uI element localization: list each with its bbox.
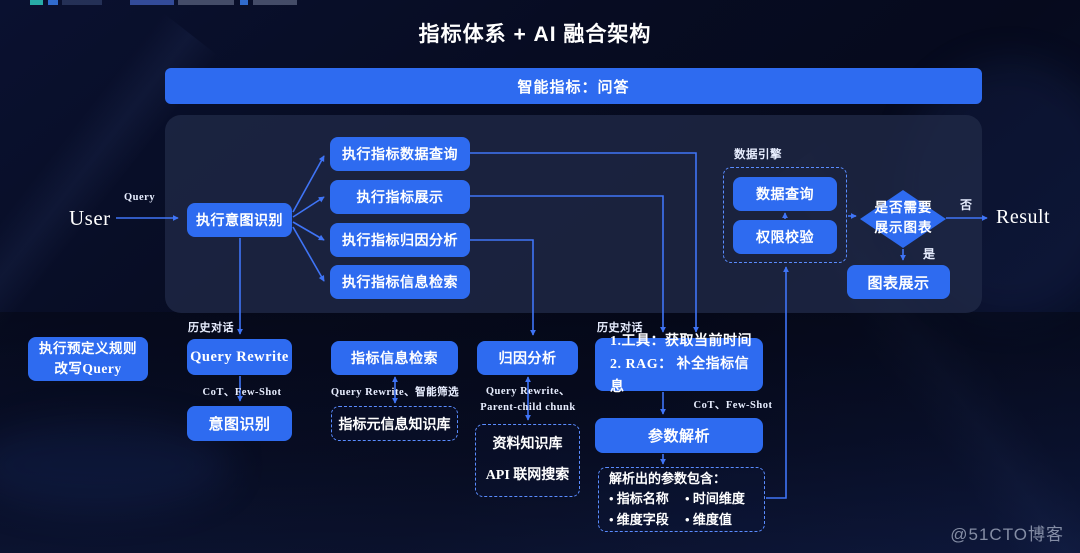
query-edge-label: Query (124, 192, 156, 203)
cropped-logo (130, 0, 174, 5)
node-exec-attribution: 执行指标归因分析 (330, 223, 470, 257)
page-title: 指标体系 + AI 融合架构 (418, 23, 652, 46)
user-actor: User (69, 206, 111, 230)
node-query-rewrite: Query Rewrite (187, 339, 292, 375)
rewrite-filter-label: Query Rewrite、智能筛选 (330, 387, 460, 398)
history-label-right: 历史对话 (597, 322, 643, 334)
node-rule-rewrite: 执行预定义规则 改写Query (28, 337, 148, 381)
node-param-parse: 参数解析 (595, 418, 763, 453)
edge-label-yes: 是 (923, 247, 936, 261)
node-intent-exec: 执行意图识别 (187, 203, 292, 237)
node-attribution-analysis: 归因分析 (477, 341, 578, 375)
cropped-logo (253, 0, 297, 5)
cot-label-left: CoT、Few-Shot (202, 387, 282, 398)
data-engine-label: 数据引擎 (734, 149, 782, 161)
node-chart-display: 图表展示 (847, 265, 950, 299)
result-actor: Result (996, 206, 1051, 228)
banner-smart-metrics: 智能指标：问答 (165, 68, 982, 104)
history-label-left: 历史对话 (188, 322, 234, 334)
decision-label: 是否需要 展示图表 (874, 200, 933, 236)
node-exec-data-query: 执行指标数据查询 (330, 137, 470, 171)
watermark: @51CTO博客 (950, 525, 1064, 544)
edge-label-no: 否 (960, 198, 973, 212)
node-tools-rag: 1.工具：获取当前时间 2. RAG： 补全指标信息 (595, 334, 763, 395)
node-exec-info-retrieval: 执行指标信息检索 (330, 265, 470, 299)
cropped-logo (240, 0, 248, 5)
cropped-logo (62, 0, 102, 5)
node-exec-display: 执行指标展示 (330, 180, 470, 214)
cropped-logo (30, 0, 43, 5)
banner-label: 智能指标：问答 (517, 78, 630, 96)
cropped-logo (178, 0, 234, 5)
node-doc-kb: 资料知识库 API 联网搜索 (475, 424, 580, 497)
cot-label-right: CoT、Few-Shot (693, 400, 773, 411)
rewrite-chunk-label: Query Rewrite、 Parent-child chunk (480, 386, 576, 413)
cropped-logo (48, 0, 58, 5)
node-metric-meta-kb: 指标元信息知识库 (331, 406, 458, 441)
node-metric-info-retrieval: 指标信息检索 (331, 341, 458, 375)
node-parsed-params: 解析出的参数包含： • 指标名称 • 时间维度 • 维度字段 • 维度值 (598, 467, 765, 532)
node-data-query: 数据查询 (733, 177, 837, 211)
data-engine-container (723, 167, 847, 263)
node-intent-recognition: 意图识别 (187, 406, 292, 441)
node-permission-check: 权限校验 (733, 220, 837, 254)
